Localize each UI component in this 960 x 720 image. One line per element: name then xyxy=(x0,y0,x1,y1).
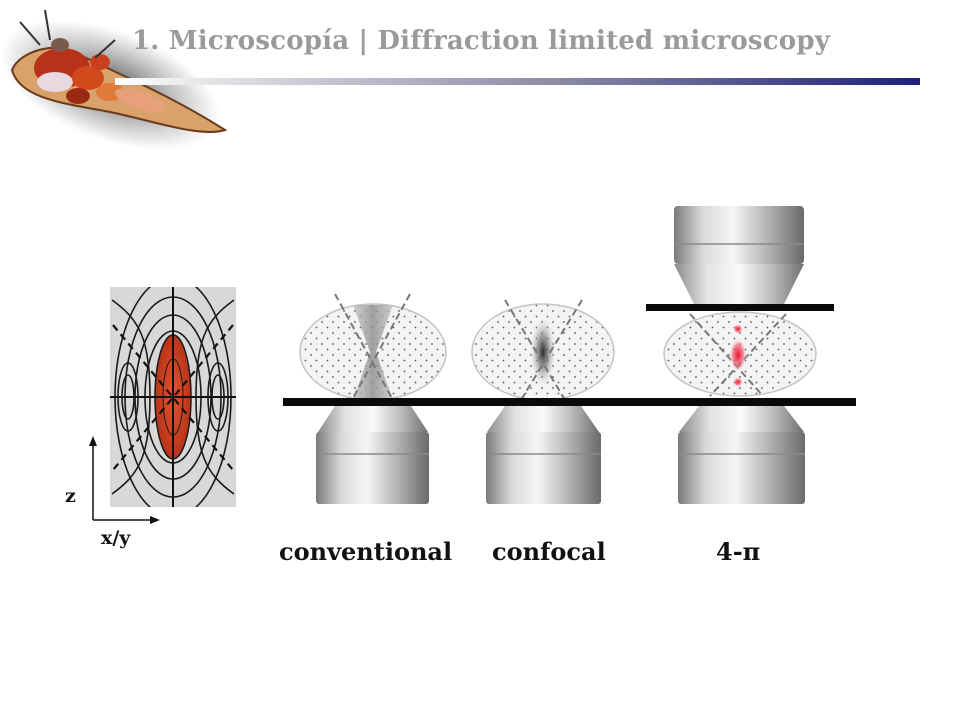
logo-illustration xyxy=(0,9,228,150)
caption-four-pi: 4-π xyxy=(716,537,761,566)
caption-confocal: confocal xyxy=(492,537,606,566)
title-divider xyxy=(115,78,920,85)
conventional-microscope xyxy=(283,293,465,504)
psf-contour-plot xyxy=(110,287,236,507)
four-pi-microscope xyxy=(630,206,856,504)
caption-conventional: conventional xyxy=(279,537,453,566)
axis-indicator xyxy=(89,436,160,524)
page-title: 1. Microscopía | Diffraction limited mic… xyxy=(132,26,831,56)
xy-axis-label: x/y xyxy=(101,527,131,549)
confocal-microscope xyxy=(465,299,630,504)
z-axis-label: z xyxy=(65,485,76,507)
